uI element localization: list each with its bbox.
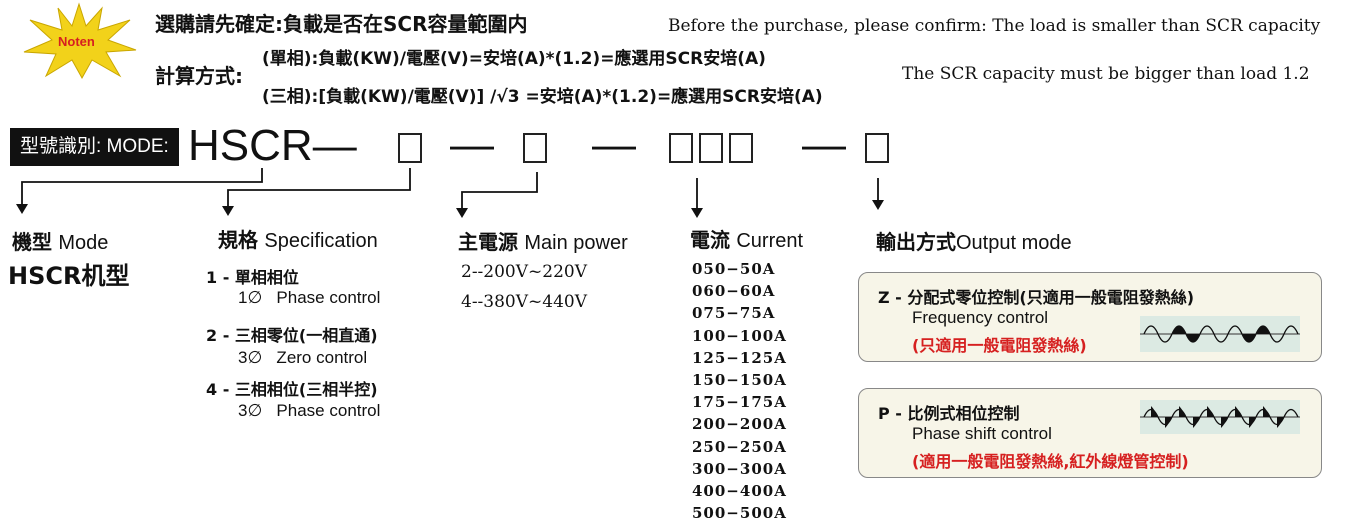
noten-badge-text: Noten bbox=[58, 34, 95, 49]
connector-arrows bbox=[16, 168, 884, 218]
current-title-en: Current bbox=[736, 230, 804, 252]
mode-title: 機型 Mode bbox=[12, 226, 108, 255]
current-item: 200−200A bbox=[692, 415, 787, 434]
output-z-en: Frequency control bbox=[912, 308, 1049, 327]
formula-three-phase: (三相):[負載(KW)/電壓(V)] /√3 =安培(A)*(1.2)=應選用… bbox=[262, 87, 823, 107]
calc-label: 計算方式: bbox=[155, 64, 243, 88]
output-p-en: Phase shift control bbox=[912, 424, 1052, 443]
current-item: 300−300A bbox=[692, 459, 787, 478]
current-title-cn: 電流 bbox=[690, 228, 730, 252]
current-item: 175−175A bbox=[692, 393, 787, 412]
current-item: 075−75A bbox=[692, 304, 776, 323]
current-item: 060−60A bbox=[692, 282, 776, 301]
code-box-current-1 bbox=[669, 133, 693, 163]
spec-title-en: Specification bbox=[264, 230, 378, 252]
code-box-power bbox=[523, 133, 547, 163]
output-z-note: (只適用一般電阻發熱絲) bbox=[912, 336, 1087, 355]
code-box-current-3 bbox=[729, 133, 753, 163]
model-label: 型號識別: MODE: bbox=[10, 128, 179, 166]
current-item: 500−500A bbox=[692, 504, 787, 523]
current-item: 150−150A bbox=[692, 371, 787, 390]
current-title: 電流 Current bbox=[690, 224, 803, 253]
model-code-prefix: HSCR bbox=[188, 121, 313, 170]
power-title-cn: 主電源 bbox=[458, 230, 518, 254]
model-dash-4: — bbox=[802, 120, 846, 169]
model-dash-2: — bbox=[450, 120, 494, 169]
power-title-en: Main power bbox=[524, 232, 628, 254]
output-title-en: Output mode bbox=[956, 232, 1072, 254]
notice-line1-cn: 選購請先確定:負載是否在SCR容量範圍内 bbox=[155, 12, 528, 36]
spec-item-1-cn: 1 - 單相相位 bbox=[206, 268, 299, 287]
power-item-1: 2--200V~220V bbox=[461, 262, 587, 282]
spec-title: 規格 Specification bbox=[218, 224, 378, 253]
phase-shift-waveform-icon bbox=[1140, 400, 1300, 434]
formula-single-phase: (單相):負載(KW)/電壓(V)=安培(A)*(1.2)=應選用SCR安培(A… bbox=[262, 49, 766, 69]
output-z-title: Z - 分配式零位控制(只適用一般電阻發熱絲) bbox=[878, 288, 1195, 307]
spec-item-2-en: 3∅ Zero control bbox=[238, 348, 368, 367]
code-box-spec bbox=[398, 133, 422, 163]
power-item-2: 4--380V~440V bbox=[461, 292, 587, 312]
notice-line1-en: Before the purchase, please confirm: The… bbox=[668, 16, 1321, 36]
current-list: 050−50A 060−60A 075−75A 100−100A 125−125… bbox=[692, 258, 787, 524]
power-title: 主電源 Main power bbox=[458, 226, 628, 255]
mode-title-en: Mode bbox=[58, 232, 109, 254]
zero-cross-waveform-icon bbox=[1140, 316, 1300, 352]
output-title: 輸出方式Output mode bbox=[876, 226, 1072, 255]
output-p-note: (適用一般電阻發熱絲,紅外線燈管控制) bbox=[912, 452, 1189, 471]
model-dash-1: — bbox=[312, 121, 357, 170]
current-item: 100−100A bbox=[692, 326, 787, 345]
mode-title-cn: 機型 bbox=[12, 230, 52, 254]
code-box-output bbox=[865, 133, 889, 163]
spec-item-2-cn: 2 - 三相零位(一相直通) bbox=[206, 326, 378, 345]
model-code: HSCR— bbox=[188, 120, 357, 172]
mode-value: HSCR机型 bbox=[8, 262, 130, 290]
output-title-cn: 輸出方式 bbox=[876, 230, 956, 254]
current-item: 125−125A bbox=[692, 348, 787, 367]
spec-title-cn: 規格 bbox=[218, 228, 258, 252]
current-item: 400−400A bbox=[692, 482, 787, 501]
model-dash-3: — bbox=[592, 120, 636, 169]
output-p-title: P - 比例式相位控制 bbox=[878, 404, 1020, 423]
current-item: 250−250A bbox=[692, 437, 787, 456]
current-item: 050−50A bbox=[692, 260, 776, 278]
code-box-current-2 bbox=[699, 133, 723, 163]
spec-item-3-cn: 4 - 三相相位(三相半控) bbox=[206, 380, 378, 399]
noten-starburst-icon bbox=[23, 2, 137, 80]
spec-item-1-en: 1∅ Phase control bbox=[238, 288, 381, 307]
notice-line2-en: The SCR capacity must be bigger than loa… bbox=[902, 64, 1310, 84]
spec-item-3-en: 3∅ Phase control bbox=[238, 401, 381, 420]
